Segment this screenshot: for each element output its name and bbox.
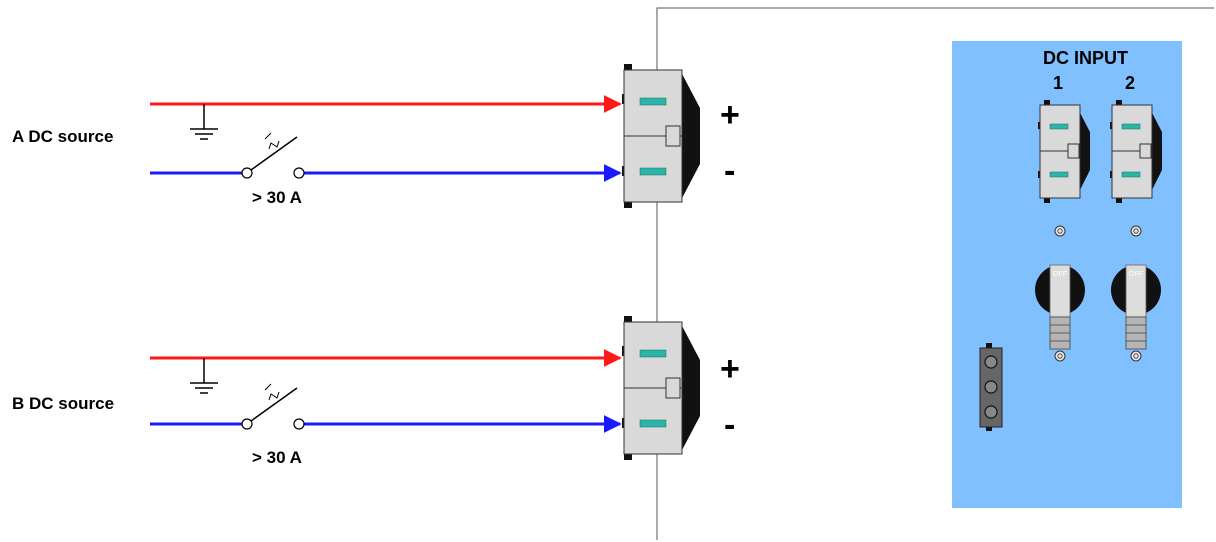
terminal-connector-b <box>621 315 701 461</box>
input-1-switch[interactable]: OFF <box>1034 264 1086 350</box>
source-a-plus-sign: + <box>720 96 740 134</box>
input-2-switch[interactable]: OFF <box>1110 264 1162 350</box>
source-a-circuit: A DC source > 30 A + - <box>12 63 740 209</box>
screw-icon <box>1130 350 1142 362</box>
switch-off-label: OFF <box>1053 271 1067 278</box>
screw-icon <box>1054 225 1066 237</box>
circuit-breaker-icon <box>241 383 305 430</box>
source-b-circuit: B DC source > 30 A + - <box>12 315 740 467</box>
screw-icon <box>1130 225 1142 237</box>
source-a-rating: > 30 A <box>252 188 302 207</box>
source-a-minus-sign: - <box>724 152 735 190</box>
panel-title: DC INPUT <box>1043 48 1128 68</box>
source-b-plus-sign: + <box>720 350 740 388</box>
source-b-label: B DC source <box>12 394 114 413</box>
dc-input-panel: DC INPUT 1 2 OFF OFF <box>952 41 1182 508</box>
ground-icon <box>189 103 219 140</box>
input-1-label: 1 <box>1053 73 1063 93</box>
source-b-minus-sign: - <box>724 406 735 444</box>
source-b-rating: > 30 A <box>252 448 302 467</box>
ground-icon <box>189 357 219 394</box>
source-a-label: A DC source <box>12 127 113 146</box>
auxiliary-terminal <box>979 343 1003 431</box>
input-2-label: 2 <box>1125 73 1135 93</box>
circuit-breaker-icon <box>241 132 305 179</box>
switch-off-label: OFF <box>1129 271 1143 278</box>
screw-icon <box>1054 350 1066 362</box>
terminal-connector-a <box>621 63 701 209</box>
